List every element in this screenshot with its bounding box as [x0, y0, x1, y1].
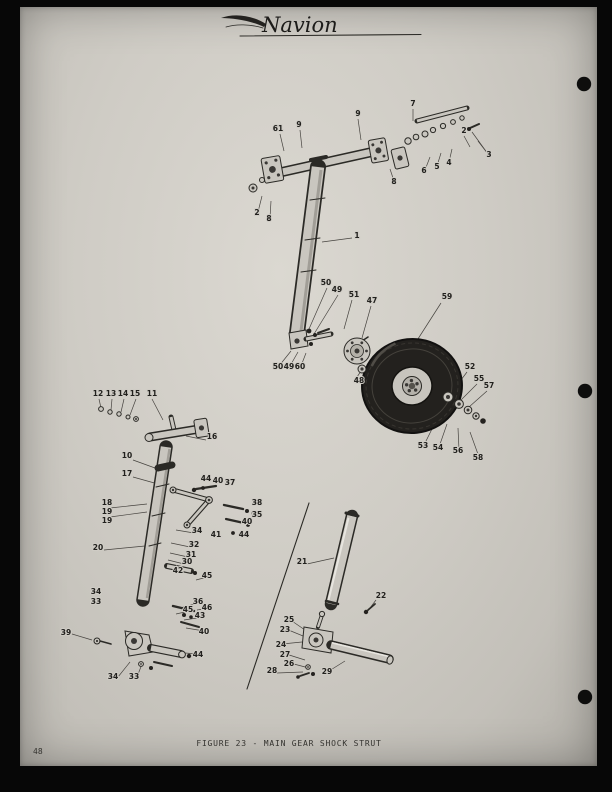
- part-number-callout: 44: [201, 474, 211, 483]
- part-number-callout: 31: [186, 550, 196, 559]
- part-number-callout: 26: [284, 659, 294, 668]
- punch-hole-top: [576, 76, 592, 92]
- part-number-callout: 16: [207, 432, 217, 441]
- part-number-callout: 20: [93, 543, 103, 552]
- part-number-callout: 8: [266, 214, 271, 223]
- piston-tube: [324, 509, 360, 611]
- part-number-callout: 58: [473, 453, 483, 462]
- part-number-callout: 48: [354, 376, 364, 385]
- part-number-callout: 9: [296, 120, 301, 129]
- part-number-callout: 25: [284, 615, 294, 624]
- part-number-callout: 43: [195, 611, 205, 620]
- part-number-callout: 46: [202, 603, 212, 612]
- figure-caption: FIGURE 23 - MAIN GEAR SHOCK STRUT: [196, 739, 381, 748]
- part-number-callout: 44: [239, 530, 249, 539]
- part-number-callout: 45: [202, 571, 212, 580]
- part-number-callout: 28: [267, 666, 277, 675]
- part-number-callout: 19: [102, 516, 112, 525]
- part-number-callout: 18: [102, 498, 112, 507]
- wing-feather-icon: [225, 24, 264, 29]
- part-number-callout: 12: [93, 389, 103, 398]
- part-number-callout: 40: [242, 517, 252, 526]
- bolt-22: [363, 603, 376, 615]
- part-number-callout: 3: [486, 150, 491, 159]
- part-number-callout: 27: [280, 650, 290, 659]
- wheel-tire: [361, 337, 463, 435]
- divider-line: [246, 502, 310, 690]
- part-number-callout: 59: [442, 292, 452, 301]
- axle-fitting: [296, 610, 394, 679]
- part-number-callout: 8: [391, 177, 396, 186]
- part-number-callout: 55: [474, 374, 484, 383]
- part-number-callout: 21: [297, 557, 307, 566]
- part-number-callout: 19: [102, 507, 112, 516]
- part-number-callout: 50: [321, 278, 331, 287]
- part-number-callout: 40: [213, 476, 223, 485]
- lower-strut-assembly: [93, 406, 255, 670]
- part-number-callout: 14: [118, 389, 128, 398]
- part-number-callout: 53: [418, 441, 428, 450]
- part-number-callout: 39: [61, 628, 71, 637]
- part-number-callout: 49: [284, 362, 294, 371]
- part-number-callout: 32: [189, 540, 199, 549]
- part-number-callout: 34: [108, 672, 118, 681]
- right-trunnion-flange: [367, 137, 389, 164]
- punch-hole-middle: [577, 383, 593, 399]
- part-number-callout: 7: [410, 99, 415, 108]
- part-number-callout: 10: [122, 451, 132, 460]
- part-number-callout: 45: [183, 605, 193, 614]
- part-number-callout: 49: [332, 285, 342, 294]
- part-number-callout: 37: [225, 478, 235, 487]
- left-trunnion-flange: [260, 155, 285, 184]
- part-number-callout: 42: [173, 566, 183, 575]
- part-number-callout: 2: [461, 126, 466, 135]
- wing-icon: [221, 15, 266, 27]
- part-number-callout: 47: [367, 296, 377, 305]
- part-number-callout: 36: [193, 597, 203, 606]
- part-number-callout: 4: [446, 158, 451, 167]
- part-number-callout: 34: [192, 526, 202, 535]
- part-number-callout: 22: [376, 591, 386, 600]
- punch-hole-bottom: [577, 689, 593, 705]
- part-number-callout: 50: [273, 362, 283, 371]
- part-number-callout: 52: [465, 362, 475, 371]
- brake-disc: [343, 337, 371, 365]
- part-number-callout: 56: [453, 446, 463, 455]
- part-number-callout: 11: [147, 389, 157, 398]
- logo-underline: [239, 33, 422, 37]
- navion-logo: Navion: [221, 13, 422, 37]
- part-number-callout: 2: [254, 208, 259, 217]
- part-number-callout: 60: [295, 362, 305, 371]
- part-number-callout: 54: [433, 443, 443, 452]
- part-number-callout: 30: [182, 557, 192, 566]
- part-number-callout: 33: [129, 672, 139, 681]
- part-number-callout: 1: [354, 231, 359, 240]
- part-number-callout: 33: [91, 597, 101, 606]
- part-number-callout: 24: [276, 640, 286, 649]
- part-number-callout: 34: [91, 587, 101, 596]
- callout-leader-lines: [71, 109, 489, 678]
- part-number-callout: 9: [355, 109, 360, 118]
- part-number-callout: 35: [252, 510, 262, 519]
- part-number-callout: 29: [322, 667, 332, 676]
- part-number-callout: 57: [484, 381, 494, 390]
- part-number-callout: 6: [421, 166, 426, 175]
- part-number-callout: 38: [252, 498, 262, 507]
- part-number-callout: 13: [106, 389, 116, 398]
- part-number-callout: 15: [130, 389, 140, 398]
- part-number-callout: 23: [280, 625, 290, 634]
- part-number-callout: 44: [193, 650, 203, 659]
- part-number-callout: 17: [122, 469, 132, 478]
- logo-text: Navion: [261, 13, 338, 37]
- part-number-callout: 41: [211, 530, 221, 539]
- part-number-callout: 51: [349, 290, 359, 299]
- part-number-callout: 40: [199, 627, 209, 636]
- page-number: 48: [33, 747, 43, 756]
- part-number-callout: 61: [273, 124, 283, 133]
- axle-washers: [357, 364, 486, 424]
- upper-strut-assembly: [248, 105, 480, 350]
- part-number-callout: 5: [434, 162, 439, 171]
